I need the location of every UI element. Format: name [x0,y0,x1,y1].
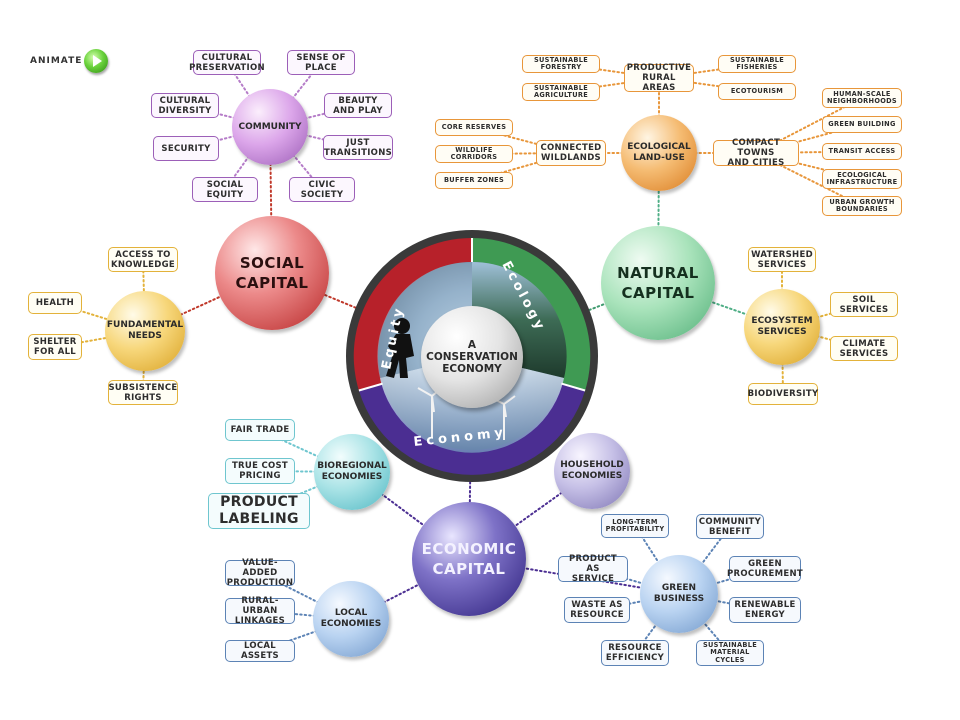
connector-bioregional-economies-hub-to-label-product-labeling [258,471,353,512]
ecology-ring-segment [472,237,591,391]
ecosystem-services-hub[interactable]: Ecosystem Services [744,289,820,365]
label-resource-efficiency[interactable]: Resource Efficiency [601,640,669,666]
label-rural-urban-linkages[interactable]: Rural-Urban Linkages [225,596,295,626]
economic-capital-node[interactable]: Economic Capital [412,502,526,616]
center-title: A Conservation Economy [421,306,523,408]
label-wildlife-corridors[interactable]: Wildlife Corridors [435,145,513,163]
child-figure-icon [386,318,414,378]
label-connected-wildlands[interactable]: Connected Wildlands [536,140,606,166]
animate-play-button[interactable] [84,49,108,73]
label-transit-access[interactable]: Transit Access [822,143,902,160]
label-fair-trade[interactable]: Fair Trade [225,419,295,441]
economy-ring-segment [358,383,586,475]
label-human-scale-neighborhoods[interactable]: Human-Scale Neighborhoods [822,88,902,108]
label-watershed-services[interactable]: Watershed Services [748,247,816,272]
label-sense-of-place[interactable]: Sense of Place [287,50,355,75]
label-sustainable-agriculture[interactable]: Sustainable Agriculture [522,83,600,101]
label-security[interactable]: Security [153,136,219,161]
label-access-to-knowledge[interactable]: Access to Knowledge [108,247,178,272]
label-just-transitions[interactable]: Just Transitions [323,135,393,160]
label-sustainable-material-cycles[interactable]: Sustainable Material Cycles [696,640,764,666]
label-urban-growth-boundaries[interactable]: Urban Growth Boundaries [822,196,902,216]
label-shelter-for-all[interactable]: Shelter for All [28,334,82,360]
label-cultural-preservation[interactable]: Cultural Preservation [189,50,265,75]
label-social-equity[interactable]: Social Equity [192,177,258,202]
green-business-hub[interactable]: Green Business [640,555,718,633]
label-ecological-infrastructure[interactable]: Ecological Infrastructure [822,169,902,189]
label-local-assets[interactable]: Local Assets [225,640,295,662]
label-sustainable-forestry[interactable]: Sustainable Forestry [522,55,600,73]
label-soil-services[interactable]: Soil Services [830,292,898,317]
label-climate-services[interactable]: Climate Services [830,336,898,361]
label-waste-as-resource[interactable]: Waste as Resource [564,597,630,623]
label-product-labeling[interactable]: Product Labeling [208,493,310,529]
bioregional-economies-hub[interactable]: Bioregional Economies [314,434,390,510]
label-beauty-and-play[interactable]: Beauty and Play [324,93,392,118]
label-long-term-profitability[interactable]: Long-Term Profitability [601,514,669,538]
label-civic-society[interactable]: Civic Society [289,177,355,202]
label-ecotourism[interactable]: Ecotourism [718,83,796,100]
community-hub[interactable]: Community [232,89,308,165]
label-community-benefit[interactable]: Community Benefit [696,514,764,539]
connector-label-connected-wildlands-to-label-buffer-zones [473,152,572,182]
household-economies-hub[interactable]: Household Economies [554,433,630,509]
animate-label: Animate [30,56,83,66]
play-icon [93,55,102,67]
label-true-cost-pricing[interactable]: True Cost Pricing [225,458,295,484]
label-cultural-diversity[interactable]: Cultural Diversity [151,93,219,118]
label-compact-towns[interactable]: Compact Towns and Cities [713,138,799,168]
connector-label-connected-wildlands-to-label-core-reserves [473,126,572,154]
equity-ring-segment [353,237,472,391]
label-buffer-zones[interactable]: Buffer Zones [435,172,513,189]
label-health[interactable]: Health [28,292,82,314]
label-green-building[interactable]: Green Building [822,116,902,133]
label-core-reserves[interactable]: Core Reserves [435,119,513,136]
fundamental-needs-hub[interactable]: Fundamental Needs [105,291,185,371]
ecological-land-use-hub[interactable]: Ecological Land-Use [621,115,697,191]
label-renewable-energy[interactable]: Renewable Energy [729,597,801,623]
label-sustainable-fisheries[interactable]: Sustainable Fisheries [718,55,796,73]
label-subsistence-rights[interactable]: Subsistence Rights [108,380,178,405]
label-biodiversity[interactable]: Biodiversity [748,383,818,405]
social-capital-node[interactable]: Social Capital [215,216,329,330]
local-economies-hub[interactable]: Local Economies [313,581,389,657]
label-product-as-service[interactable]: Product as Service [558,554,628,584]
label-green-procurement[interactable]: Green Procurement [727,556,803,582]
connector-bioregional-economies-hub-to-label-fair-trade [259,429,353,473]
natural-capital-node[interactable]: Natural Capital [601,226,715,340]
label-value-added-production[interactable]: Value-Added Production [225,558,295,588]
label-productive-rural-areas[interactable]: Productive Rural Areas [624,63,694,93]
